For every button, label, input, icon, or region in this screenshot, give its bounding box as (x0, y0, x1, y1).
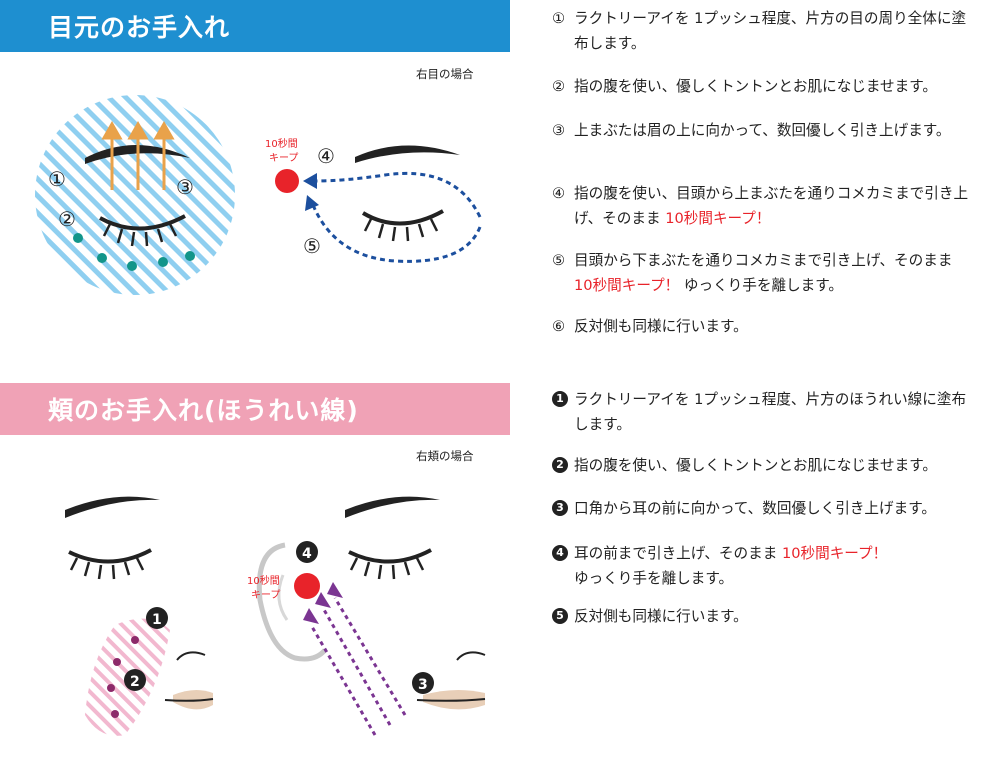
cheek-step-1-text: ラクトリーアイを 1プッシュ程度、片方のほうれい線に塗布します。 (574, 391, 967, 433)
cheek-keep-label-1: 10秒間 (247, 574, 280, 587)
cheek-keep-point (294, 573, 320, 599)
eye-step-1-number: ① (552, 10, 566, 27)
application-dots (73, 233, 195, 271)
eye-step-1-text: ラクトリーアイを 1プッシュ程度、片方の目の周り全体に塗布します。 (574, 10, 967, 52)
eye-massage-diagram: 10秒間 キープ ④ ⑤ (265, 137, 482, 263)
cheek-marker-1: 1 (152, 612, 162, 628)
cheek-marker-4-circle (296, 541, 318, 563)
lips-right (423, 689, 485, 710)
cheek-step-3-text: 口角から耳の前に向かって、数回優しく引き上げます。 (574, 500, 936, 517)
cheek-step-4-after: ゆっくり手を離します。 (574, 570, 734, 587)
eye-marker-3: ③ (176, 175, 194, 199)
cheek-step-3-number: 3 (552, 500, 568, 516)
eye-step-5-highlight: 10秒間キープ！ (574, 277, 680, 294)
cheek-step-5: 5 反対側も同様に行います。 (552, 604, 972, 629)
cheek-arrow-heads (303, 582, 343, 624)
eye-step-4: ④ 指の腹を使い、目頭から上まぶたを通りコメカミまで引き上げ、そのまま 10秒間… (552, 181, 972, 231)
cheek-case-label: 右頬の場合 (416, 449, 474, 463)
ear-inner (277, 574, 289, 621)
eyelashes-right (363, 218, 439, 242)
eye-step-5-text: 目頭から下まぶたを通りコメカミまで引き上げ、そのまま 10秒間キープ！ ゆっくり… (574, 248, 972, 298)
eye-step-5: ⑤ 目頭から下まぶたを通りコメカミまで引き上げ、そのまま 10秒間キープ！ ゆっ… (552, 248, 972, 298)
nose-outline-right (456, 651, 486, 661)
eye-step-6-number: ⑥ (552, 318, 566, 335)
cheek-step-2-number: 2 (552, 457, 568, 473)
eye-step-5-number: ⑤ (552, 252, 566, 269)
cheek-eyelashes (69, 557, 145, 580)
eye-case-label: 右目の場合 (416, 67, 474, 81)
eyebrow-shape-right (355, 145, 460, 163)
eye-step-1: ① ラクトリーアイを 1プッシュ程度、片方の目の周り全体に塗布します。 (552, 6, 972, 56)
eye-step-4-highlight: 10秒間キープ！ (665, 210, 771, 227)
cheek-lift-arrows (309, 597, 407, 736)
eye-step-4-body: 指の腹を使い、目頭から上まぶたを通りコメカミまで引き上げ、そのまま (574, 185, 969, 227)
cheek-marker-1-circle (146, 607, 168, 629)
cheek-eyebrow (65, 496, 160, 518)
keep-point-dot (275, 169, 299, 193)
eye-step-3: ③ 上まぶたは眉の上に向かって、数回優しく引き上げます。 (552, 118, 972, 143)
cheek-step-5-text: 反対側も同様に行います。 (574, 608, 748, 625)
closed-eye-line-right (361, 209, 444, 226)
cheek-marker-3-circle (412, 672, 434, 694)
eye-keep-label-2: キープ (269, 152, 298, 164)
eye-step-4-number: ④ (552, 185, 566, 202)
eye-marker-4: ④ (317, 144, 335, 168)
cheek-step-4-body: 耳の前まで引き上げ、そのまま (574, 545, 782, 562)
cheek-step-4-number: 4 (552, 545, 568, 561)
eye-step-6: ⑥ 反対側も同様に行います。 (552, 314, 972, 339)
eye-step-5-body: 目頭から下まぶたを通りコメカミまで引き上げ、そのまま (574, 252, 953, 269)
ear-outline (256, 542, 327, 662)
cheek-marker-4: 4 (302, 546, 312, 562)
upper-arrow-head (303, 173, 317, 189)
cheek-step-5-number: 5 (552, 608, 568, 624)
eye-step-3-number: ③ (552, 122, 566, 139)
lip-line (164, 698, 214, 702)
cheek-closed-eye-right (348, 548, 432, 564)
eye-step-2: ② 指の腹を使い、優しくトントンとお肌になじませます。 (552, 74, 972, 99)
cheek-step-4: 4 耳の前まで引き上げ、そのまま 10秒間キープ！ ゆっくり手を離します。 (552, 541, 972, 591)
cheek-step-2-text: 指の腹を使い、優しくトントンとお肌になじませます。 (574, 457, 937, 474)
upper-path-arrow (314, 171, 482, 218)
eye-step-2-number: ② (552, 78, 566, 95)
eye-section-title: 目元のお手入れ (0, 0, 510, 52)
cheek-step-4-text: 耳の前まで引き上げ、そのまま 10秒間キープ！ ゆっくり手を離します。 (574, 541, 972, 591)
eye-step-2-text: 指の腹を使い、優しくトントンとお肌になじませます。 (574, 78, 937, 95)
eye-marker-1: ① (48, 167, 66, 191)
cheek-marker-2-circle (124, 669, 146, 691)
eye-step-6-text: 反対側も同様に行います。 (574, 318, 748, 335)
eye-marker-5: ⑤ (303, 234, 321, 258)
closed-eye-line (99, 214, 186, 231)
cheek-closed-eye (68, 548, 152, 564)
eye-step-3-text: 上まぶたは眉の上に向かって、数回優しく引き上げます。 (574, 122, 951, 139)
cheek-dots (107, 636, 139, 718)
cheek-marker-3: 3 (418, 677, 428, 693)
lower-path-arrow (311, 204, 482, 263)
cheek-step-3: 3 口角から耳の前に向かって、数回優しく引き上げます。 (552, 496, 972, 521)
eye-step-4-text: 指の腹を使い、目頭から上まぶたを通りコメカミまで引き上げ、そのまま 10秒間キー… (574, 181, 972, 231)
cheek-step-1: 1 ラクトリーアイを 1プッシュ程度、片方のほうれい線に塗布します。 (552, 387, 972, 437)
application-area-circle (35, 95, 235, 295)
cheek-step-4-highlight: 10秒間キープ！ (781, 545, 888, 562)
cheek-eyelashes-right (349, 557, 425, 580)
cheek-step-1-number: 1 (552, 391, 568, 407)
lip-line-right (416, 698, 486, 702)
eye-keep-label-1: 10秒間 (265, 137, 298, 150)
cheek-application-diagram: 1 2 (65, 496, 214, 736)
eye-marker-2: ② (58, 207, 76, 231)
lower-arrow-head (305, 195, 319, 211)
cheek-section-title: 頬のお手入れ(ほうれい線) (0, 383, 510, 435)
lift-arrows (101, 120, 175, 190)
cheek-marker-2: 2 (130, 674, 140, 690)
cheek-section-title-text: 頬のお手入れ(ほうれい線) (48, 396, 359, 425)
cheek-keep-label-2: キープ (251, 589, 280, 601)
lips (173, 689, 213, 710)
nose-outline (176, 651, 206, 661)
eye-application-diagram: ① ② ③ (35, 95, 235, 295)
cheek-eyebrow-right (345, 496, 440, 518)
cheek-step-2: 2 指の腹を使い、優しくトントンとお肌になじませます。 (552, 453, 972, 478)
eyelashes (102, 223, 178, 247)
eye-section-title-text: 目元のお手入れ (48, 13, 231, 42)
cheek-massage-diagram: 10秒間 キープ 4 3 (247, 496, 486, 736)
eye-step-5-after: ゆっくり手を離します。 (679, 277, 843, 294)
